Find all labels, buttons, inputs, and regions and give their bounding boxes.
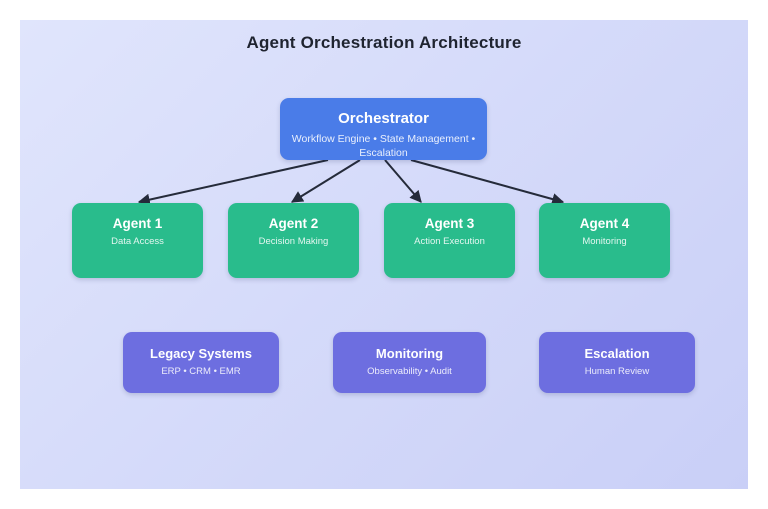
agent-4-title: Agent 4 <box>579 216 630 231</box>
agent-2-node: Agent 2 Decision Making <box>228 203 359 278</box>
monitoring-node: Monitoring Observability • Audit <box>333 332 486 393</box>
agent-1-subtitle: Data Access <box>111 236 164 247</box>
monitoring-title: Monitoring <box>375 346 444 361</box>
agent-4-subtitle: Monitoring <box>582 236 627 247</box>
orchestrator-node: Orchestrator Workflow Engine • State Man… <box>280 98 487 160</box>
diagram-title: Agent Orchestration Architecture <box>246 33 522 52</box>
agent-1-node: Agent 1 Data Access <box>72 203 203 278</box>
monitoring-subtitle: Observability • Audit <box>367 366 452 377</box>
legacy-systems-subtitle: ERP • CRM • EMR <box>161 366 241 377</box>
orchestrator-subtitle: Workflow Engine • State Management • Esc… <box>291 133 476 159</box>
agent-3-node: Agent 3 Action Execution <box>384 203 515 278</box>
escalation-subtitle: Human Review <box>584 366 650 377</box>
agent-4-node: Agent 4 Monitoring <box>539 203 670 278</box>
agent-3-subtitle: Action Execution <box>414 236 485 247</box>
agent-2-subtitle: Decision Making <box>258 236 329 247</box>
orchestrator-title: Orchestrator <box>338 110 429 127</box>
agent-2-title: Agent 2 <box>268 216 319 231</box>
legacy-systems-title: Legacy Systems <box>150 346 252 361</box>
agent-1-title: Agent 1 <box>112 216 163 231</box>
escalation-node: Escalation Human Review <box>539 332 695 393</box>
legacy-systems-node: Legacy Systems ERP • CRM • EMR <box>123 332 279 393</box>
agent-3-title: Agent 3 <box>424 216 475 231</box>
escalation-title: Escalation <box>584 346 650 361</box>
